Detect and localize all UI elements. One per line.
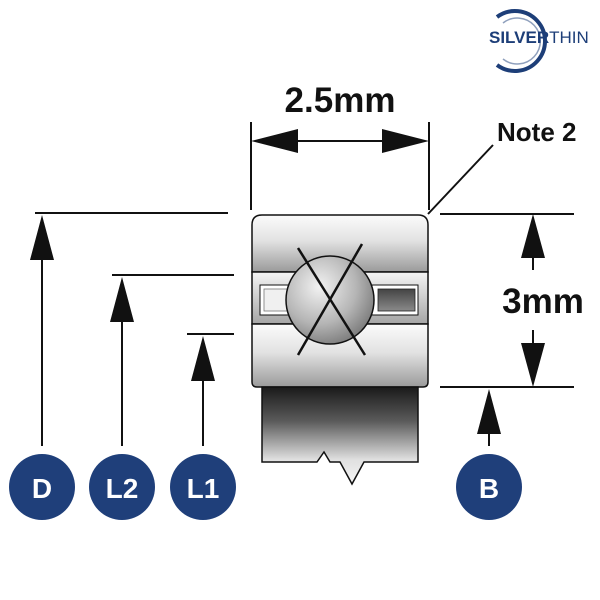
l2-leader bbox=[110, 274, 234, 446]
l1-leader bbox=[187, 333, 234, 446]
width-label: 2.5mm bbox=[285, 81, 396, 120]
width-dimension: 2.5mm bbox=[250, 81, 430, 210]
contact-line-1 bbox=[296, 247, 367, 356]
inner-ring-upper bbox=[251, 323, 429, 388]
note-2-label: Note 2 bbox=[497, 117, 576, 147]
height-label: 3mm bbox=[502, 282, 584, 321]
d-arrow bbox=[30, 215, 54, 260]
d-leader bbox=[30, 212, 228, 446]
height-arrow-up bbox=[521, 214, 545, 258]
b-leader bbox=[477, 389, 501, 446]
height-dimension: 3mm bbox=[440, 213, 584, 388]
badge-l2: L2 bbox=[89, 454, 155, 520]
badge-l1-label: L1 bbox=[187, 473, 220, 504]
badge-l2-label: L2 bbox=[106, 473, 139, 504]
bearing-cross-section bbox=[251, 214, 429, 486]
b-arrow bbox=[477, 389, 501, 434]
left-slot-inner bbox=[263, 288, 289, 312]
badge-l1: L1 bbox=[170, 454, 236, 520]
l2-arrow bbox=[110, 277, 134, 322]
width-arrow-right bbox=[382, 129, 429, 153]
contact-line-2 bbox=[296, 243, 364, 356]
logo-ring-arc bbox=[495, 9, 547, 73]
logo-text-silver: SILVER bbox=[489, 28, 549, 47]
badge-d-label: D bbox=[32, 473, 52, 504]
inner-ring-bore bbox=[261, 386, 419, 486]
l1-arrow bbox=[191, 336, 215, 381]
width-arrow-left bbox=[251, 129, 298, 153]
badge-d: D bbox=[9, 454, 75, 520]
badge-b-label: B bbox=[479, 473, 499, 504]
logo-ring-arc-inner bbox=[502, 17, 542, 65]
silverthin-logo: SILVERTHIN bbox=[489, 9, 589, 73]
right-slot-inner bbox=[377, 288, 416, 312]
badge-b: B bbox=[456, 454, 522, 520]
note-2-callout: Note 2 bbox=[427, 117, 576, 215]
height-arrow-down bbox=[521, 343, 545, 387]
svg-text:SILVERTHIN: SILVERTHIN bbox=[489, 28, 589, 47]
logo-text-thin: THIN bbox=[549, 28, 589, 47]
